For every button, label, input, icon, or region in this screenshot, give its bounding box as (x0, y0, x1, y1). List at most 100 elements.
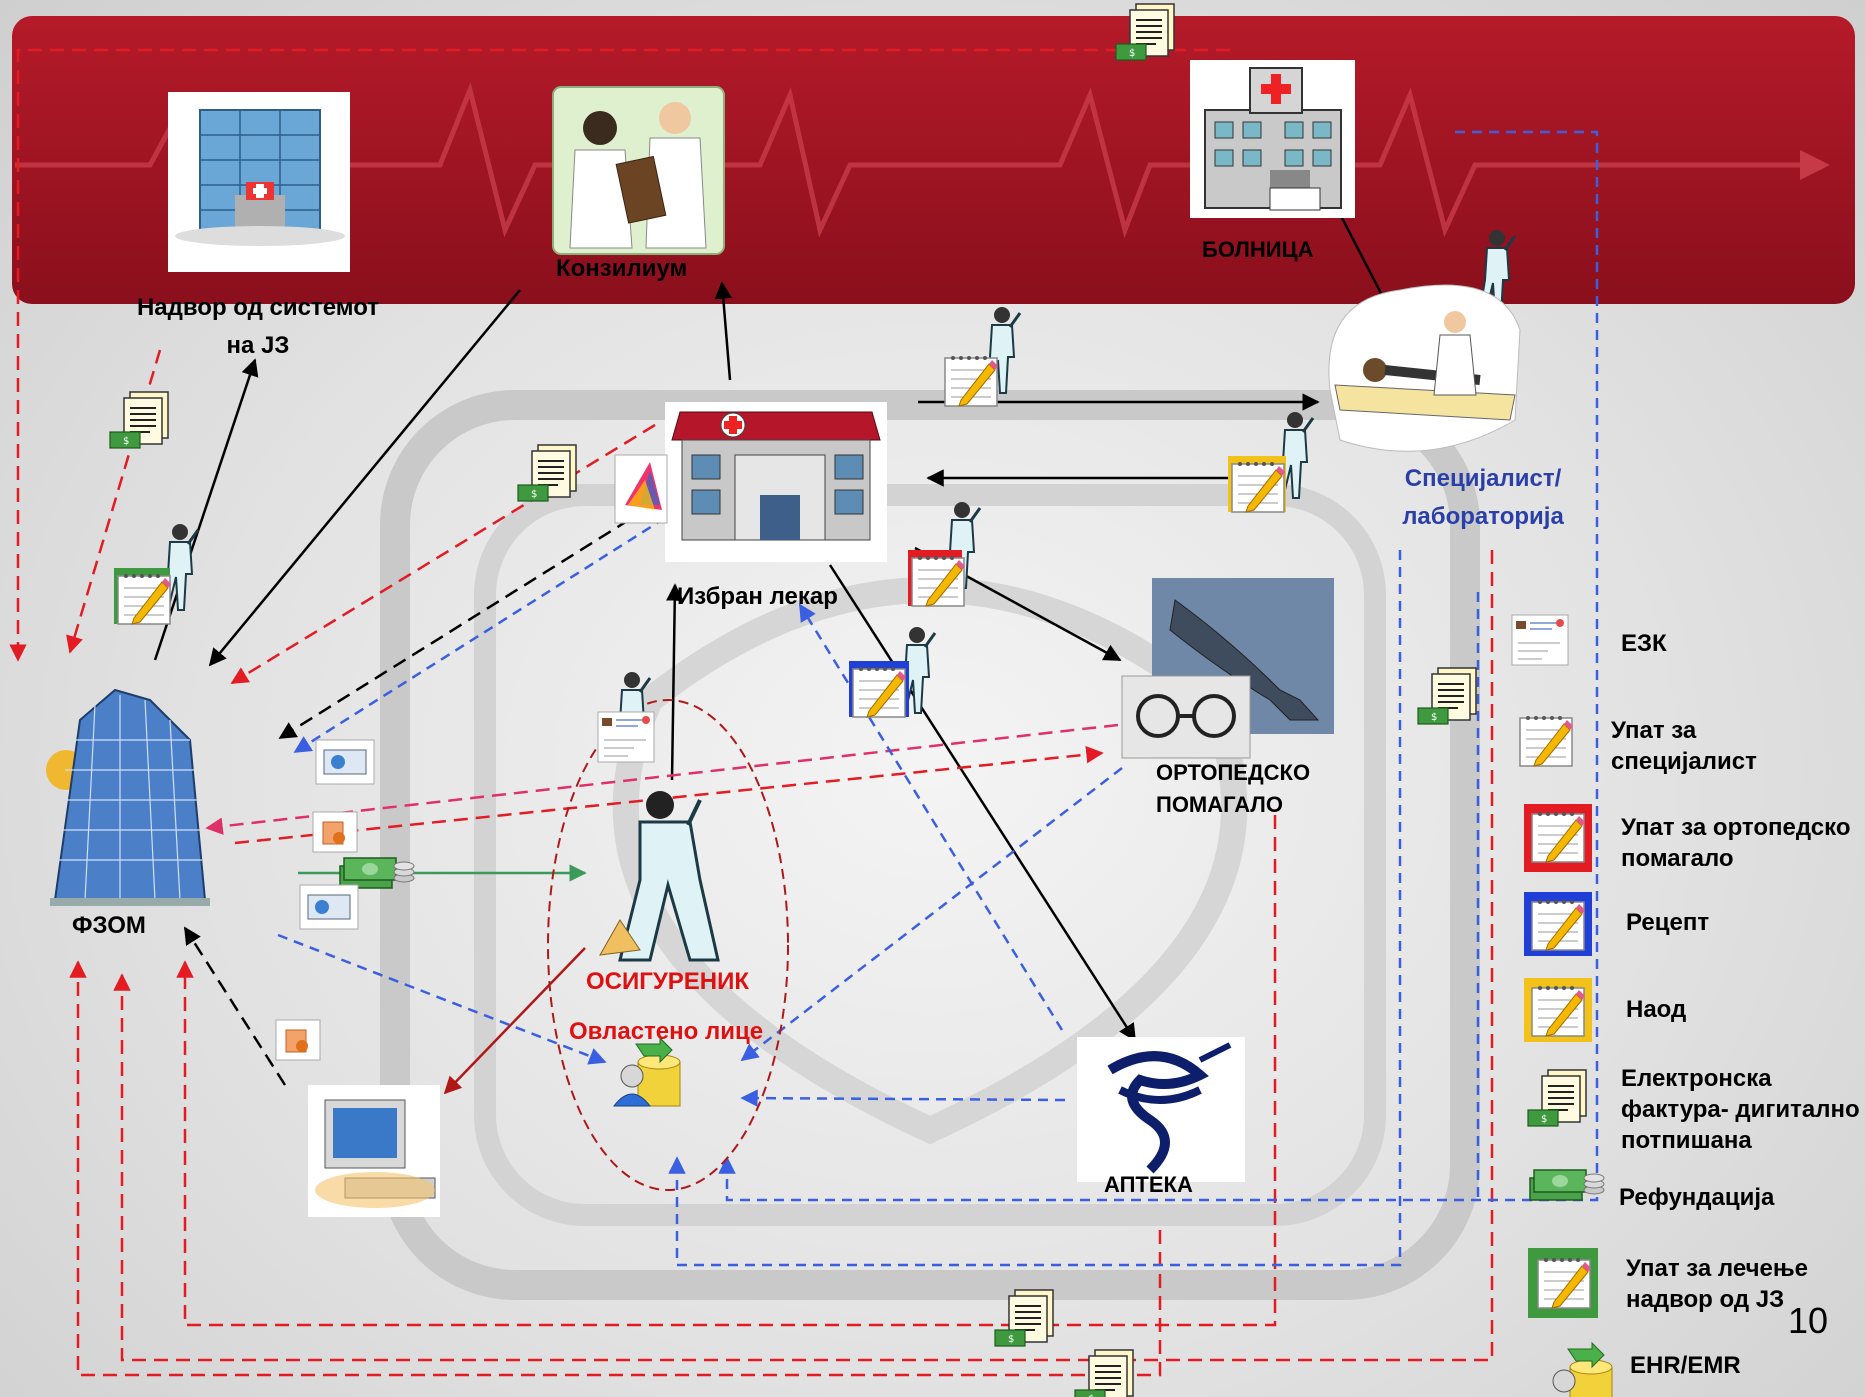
arrow-fzom-to-orthopedic (234, 745, 1104, 845)
legend-item-e-invoice: Електронска фактура- дигитално потпишана (1621, 1063, 1860, 1156)
top-banner (12, 16, 1855, 304)
legend-line: EHR/EMR (1630, 1352, 1741, 1379)
pharmacy-caduceus-icon (1077, 1037, 1245, 1182)
invoice-icon-outside (109, 391, 169, 449)
arrow-specialist-invoice-to-fzom (113, 550, 1494, 1362)
label-orthopedic-line2: ПОМАГАЛО (1156, 792, 1283, 817)
arrow-doctor-to-consilium (714, 281, 733, 381)
arrow-consilium-to-fzom (208, 289, 521, 667)
label-consilium: Конзилиум (556, 255, 688, 282)
card-reader-icon (614, 454, 668, 524)
label-pharmacy: АПТЕКА (1104, 1172, 1193, 1197)
label-orthopedic: ОРТОПЕДСКО ПОМАГАЛО (1156, 757, 1310, 821)
ehr-database-icon-main (613, 1037, 681, 1107)
legend-item-orthopedic-referral: Упат за ортопедско помагало (1621, 812, 1850, 874)
legend-item-specialist-referral: Упат за специјалист (1611, 715, 1757, 777)
legend-line: Рефундација (1619, 1184, 1775, 1211)
watermark-frame (380, 390, 1480, 1300)
insured-group-ellipse (547, 699, 789, 1191)
label-insured: ОСИГУРЕНИК (586, 968, 750, 995)
legend-item-outside-referral: Упат за лечење надвор од ЈЗ (1626, 1253, 1808, 1315)
web-browser-icon-lower (299, 884, 359, 930)
arrow-top-invoice-to-fzom (9, 48, 1230, 662)
legend-line: Електронска (1621, 1065, 1772, 1092)
legend-line: надвор од ЈЗ (1626, 1286, 1785, 1313)
legend-line: потпишана (1621, 1127, 1752, 1154)
notepad-green-icon-fzom (114, 568, 172, 625)
legend-item-refund: Рефундација (1619, 1182, 1774, 1213)
label-specialist-line1: Специјалист/ (1404, 465, 1562, 492)
notepad-blue-icon (1524, 892, 1592, 956)
arrow-orthopedic-invoice-to-fzom (176, 815, 1277, 1327)
legend-item-finding: Наод (1626, 994, 1686, 1025)
label-specialist-line2: лабораторија (1402, 503, 1564, 530)
arrow-pharmacy-invoice-to-fzom (69, 960, 1162, 1377)
label-chosen-doctor: Избран лекар (677, 583, 838, 610)
label-hospital: БОЛНИЦА (1202, 237, 1314, 262)
hospital-building-icon (1190, 60, 1355, 218)
arrow-computer-to-fzom (183, 926, 287, 1086)
web-browser-icon-upper (315, 739, 375, 785)
computer-icon (308, 1085, 440, 1217)
money-stack-icon-refund (339, 857, 415, 889)
legend-line: Упат за лечење (1626, 1255, 1808, 1282)
chosen-doctor-building-icon (665, 402, 887, 562)
watermark-frame-inner (474, 484, 1386, 1226)
label-outside-system-line2: на ЈЗ (226, 332, 290, 359)
arrow-hospital-to-ehr (718, 130, 1599, 1202)
label-fzom: ФЗОМ (72, 912, 146, 939)
label-orthopedic-line1: ОРТОПЕДСКО (1156, 760, 1311, 785)
money-stack-icon (1529, 1169, 1605, 1201)
invoice-icon-top (1115, 3, 1175, 61)
arrow-insured-to-computer (443, 947, 586, 1095)
notepad-green-icon (1528, 1248, 1598, 1318)
consilium-doctors-icon (552, 86, 725, 255)
legend-item-prescription: Рецепт (1626, 907, 1709, 938)
invoice-icon-bottom-1 (994, 1289, 1054, 1347)
invoice-icon-bottom-2 (1074, 1349, 1134, 1397)
invoice-icon (1527, 1069, 1587, 1127)
orthopedic-device-icon (1121, 578, 1334, 759)
legend-item-health-card: ЕЗК (1621, 628, 1667, 659)
heartbeat-arrowhead (1800, 150, 1830, 180)
arrow-specialist-to-ehr (668, 550, 1402, 1267)
health-card-icon-insured (597, 711, 655, 763)
notepad-blue-icon-prescription (849, 661, 909, 718)
fzom-building-icon (46, 688, 210, 906)
health-card-icon (1511, 614, 1569, 666)
legend-line: Рецепт (1626, 909, 1710, 936)
notepad-gray-icon (1519, 715, 1574, 767)
arrow-pharmacy-to-doctor (798, 603, 1064, 1031)
ehr-database-icon (1545, 1342, 1613, 1397)
specialist-patient-scene-icon (1328, 284, 1521, 452)
legend-line: Упат за ортопедско (1621, 814, 1851, 841)
arrow-insured-to-doctor (666, 583, 684, 781)
certificate-icon-fzom (312, 811, 358, 853)
arrow-doctor-to-pharmacy (828, 564, 1137, 1042)
arrow-fzom-to-ehr (277, 933, 607, 1065)
notepad-gray-icon-specialist-referral (944, 355, 999, 407)
outside-system-building-icon (168, 92, 350, 272)
page-number: 10 (1788, 1300, 1829, 1341)
arrow-doctor-invoice-to-fzom (230, 423, 656, 685)
label-outside-system: Надвор од системот на ЈЗ (108, 289, 408, 365)
label-outside-system-line1: Надвор од системот (136, 294, 380, 321)
arrow-doctor-to-fzom-dashed (278, 506, 649, 740)
notepad-red-icon-orthopedic (908, 550, 966, 607)
label-authorized-person: Овластено лице (569, 1018, 764, 1045)
certificate-icon-computer (275, 1019, 321, 1061)
notepad-yellow-icon-finding (1228, 456, 1286, 513)
legend-line: специјалист (1611, 748, 1757, 775)
arrow-orthopedic-to-ehr (740, 767, 1123, 1062)
invoice-icon-specialist (1417, 667, 1477, 725)
legend-line: Упат за (1611, 717, 1697, 744)
legend-line: Наод (1626, 996, 1687, 1023)
insured-person-icon (599, 791, 720, 962)
legend-item-ehr: EHR/EMR (1630, 1350, 1741, 1381)
arrow-doctor-to-fzom-blue (293, 516, 666, 754)
legend-line: фактура- дигитално (1621, 1096, 1860, 1123)
label-specialist: Специјалист/ лабораторија (1368, 460, 1598, 536)
invoice-icon-doctor (517, 444, 577, 502)
